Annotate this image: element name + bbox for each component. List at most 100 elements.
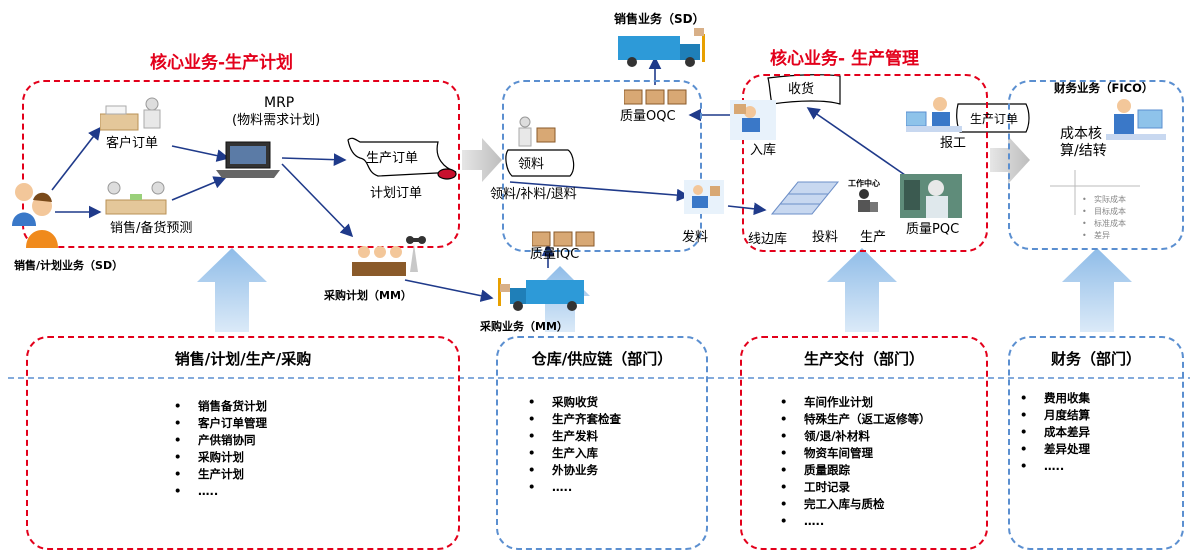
- warehouse-flow-box: [502, 80, 702, 252]
- qc-photo-icon: [900, 174, 962, 218]
- list-item: 生产齐套检查: [524, 411, 621, 428]
- forecast-meeting-icon: [100, 180, 172, 220]
- up-arrow-sales: [197, 248, 267, 332]
- core-manage-title: 核心业务- 生产管理: [770, 49, 919, 69]
- list-item: 月度结算: [1016, 407, 1090, 424]
- cost-item: 目标成本: [1080, 206, 1126, 218]
- dept-box-warehouse: 仓库/供应链（部门） 采购收货 生产齐套检查 生产发料 生产入库 外协业务 ….…: [496, 336, 708, 550]
- qc-iqc-label: 质量IQC: [530, 247, 580, 262]
- dept-list: 费用收集 月度结算 成本差异 差异处理 …..: [1016, 390, 1090, 475]
- mrp-sub-label: (物料需求计划): [232, 113, 321, 128]
- dept-box-production: 生产交付（部门） 车间作业计划 特殊生产（返工返修等） 领/退/补材料 物资车间…: [740, 336, 988, 550]
- list-item: 生产入库: [524, 445, 621, 462]
- forklift-inbound-icon: [730, 100, 776, 140]
- list-item: 物资车间管理: [776, 445, 931, 462]
- dept-title: 仓库/供应链（部门）: [531, 350, 673, 368]
- core-plan-box: [22, 80, 460, 248]
- list-item: …..: [524, 479, 621, 496]
- issue-label: 发料: [682, 230, 709, 245]
- users-icon: [8, 178, 60, 252]
- list-item: 成本差异: [1016, 424, 1090, 441]
- list-item: 销售备货计划: [170, 398, 267, 415]
- work-center-label: 工作中心: [848, 179, 880, 188]
- pick-supply-return-label: 领料/补料/退料: [490, 187, 577, 202]
- sales-plan-sd-label: 销售/计划业务（SD）: [14, 259, 124, 272]
- truck-icon-bottom: [490, 274, 590, 314]
- list-item: …..: [776, 513, 931, 530]
- finance-worker-icon: [1106, 96, 1166, 146]
- list-item: 车间作业计划: [776, 394, 931, 411]
- flow-arrows: [51, 56, 906, 302]
- inbound-label: 入库: [750, 143, 777, 158]
- cost-item: 差异: [1080, 230, 1126, 242]
- list-item: 差异处理: [1016, 441, 1090, 458]
- customer-desk-icon: [100, 96, 170, 136]
- scroll-pick: [505, 149, 575, 177]
- list-item: …..: [1016, 458, 1090, 475]
- line-store-label: 线边库: [748, 232, 788, 247]
- cost-item: 实际成本: [1080, 194, 1126, 206]
- production-label: 生产: [860, 230, 887, 245]
- list-item: 领/退/补材料: [776, 428, 931, 445]
- list-item: 完工入库与质检: [776, 496, 931, 513]
- boxes-iqc-icon: [532, 226, 596, 248]
- finance-flow-box: [1008, 80, 1184, 250]
- forklift-issue-icon: [684, 180, 724, 214]
- customer-order-label: 客户订单: [106, 136, 159, 151]
- receive-label: 收货: [788, 82, 815, 97]
- report-work-label: 报工: [940, 136, 967, 151]
- core-plan-title: 核心业务-生产计划: [150, 53, 294, 73]
- line-store-icon: [768, 178, 842, 218]
- scroll-prod-order-right: [956, 103, 1030, 133]
- list-item: 特殊生产（返工返修等）: [776, 411, 931, 428]
- dept-box-finance: 财务（部门） 费用收集 月度结算 成本差异 差异处理 …..: [1008, 336, 1184, 550]
- purchase-mm-label: 采购业务（MM）: [480, 320, 568, 333]
- sales-forecast-label: 销售/备货预测: [110, 221, 193, 236]
- up-arrow-finance: [1062, 248, 1132, 332]
- fico-label: 财务业务（FICO）: [1054, 81, 1154, 95]
- dept-box-sales: 销售/计划/生产/采购 销售备货计划 客户订单管理 产供销协同 采购计划 生产计…: [26, 336, 460, 550]
- sales-sd-top-label: 销售业务（SD）: [614, 12, 705, 26]
- laptop-icon: [212, 140, 284, 180]
- cost-calc-label: 成本核算/结转: [1060, 126, 1107, 159]
- work-center-worker-icon: [854, 188, 880, 214]
- pick-label: 领料: [518, 157, 545, 172]
- dept-list: 车间作业计划 特殊生产（返工返修等） 领/退/补材料 物资车间管理 质量跟踪 工…: [776, 394, 931, 530]
- boxes-oqc-icon: [624, 84, 688, 106]
- list-item: 工时记录: [776, 479, 931, 496]
- qc-pqc-label: 质量PQC: [906, 222, 960, 237]
- list-item: 产供销协同: [170, 432, 267, 449]
- up-arrow-production: [827, 248, 897, 332]
- list-item: 质量跟踪: [776, 462, 931, 479]
- mrp-label: MRP: [264, 95, 295, 111]
- list-item: 外协业务: [524, 462, 621, 479]
- purchase-plan-mm-label: 采购计划（MM）: [324, 289, 412, 302]
- list-item: 客户订单管理: [170, 415, 267, 432]
- prod-order-right-label: 生产订单: [970, 112, 1019, 126]
- cost-items-list: 实际成本 目标成本 标准成本 差异: [1080, 194, 1126, 242]
- dept-title: 销售/计划/生产/采购: [174, 350, 312, 368]
- grey-arrow-manage-to-finance: [990, 136, 1030, 184]
- core-manage-box: [742, 74, 988, 252]
- list-item: 费用收集: [1016, 390, 1090, 407]
- list-item: 采购计划: [170, 449, 267, 466]
- scroll-prod-order-left: [347, 137, 457, 180]
- grey-arrow-plan-to-warehouse: [462, 138, 502, 182]
- list-item: 采购收货: [524, 394, 621, 411]
- list-item: 生产计划: [170, 466, 267, 483]
- purchase-meeting-icon: [348, 232, 428, 284]
- plan-order-label: 计划订单: [370, 186, 423, 201]
- dept-title: 生产交付（部门）: [803, 350, 924, 368]
- warehouse-worker-icon: [515, 114, 559, 148]
- qc-oqc-label: 质量OQC: [620, 109, 676, 124]
- dept-title: 财务（部门）: [1050, 350, 1141, 368]
- dept-list: 销售备货计划 客户订单管理 产供销协同 采购计划 生产计划 …..: [170, 398, 267, 500]
- prod-order-left-label: 生产订单: [366, 151, 419, 166]
- list-item: 生产发料: [524, 428, 621, 445]
- feed-label: 投料: [812, 230, 839, 245]
- dept-list: 采购收货 生产齐套检查 生产发料 生产入库 外协业务 …..: [524, 394, 621, 496]
- truck-icon-top: [616, 28, 716, 68]
- report-worker-icon: [906, 94, 962, 136]
- list-item: …..: [170, 483, 267, 500]
- cost-item: 标准成本: [1080, 218, 1126, 230]
